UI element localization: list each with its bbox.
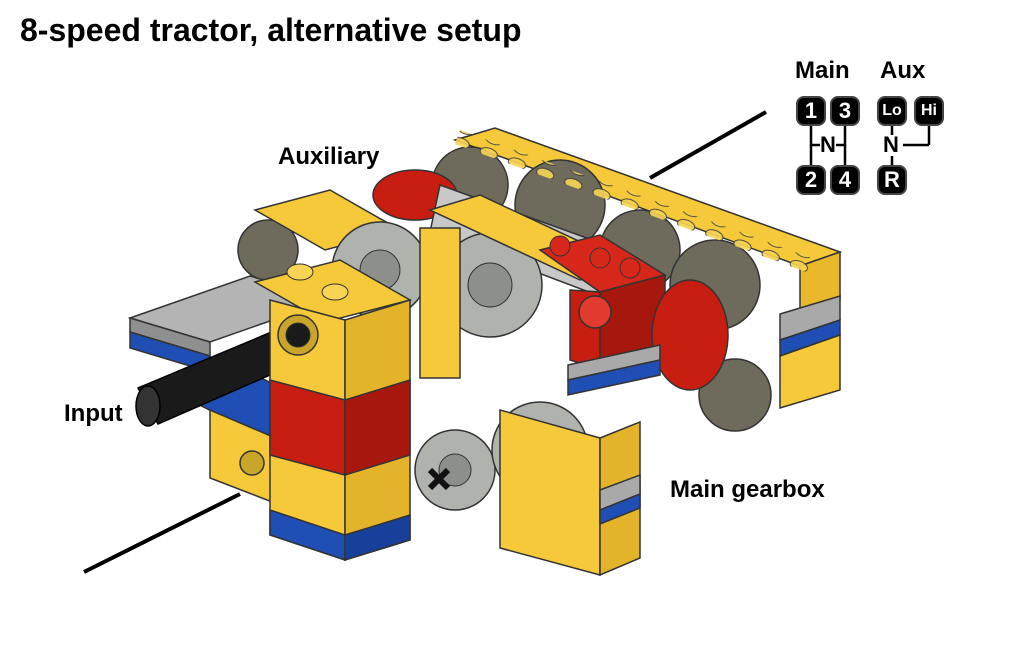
foot-hole (239, 450, 265, 476)
aux-neutral: N (883, 132, 899, 157)
back-beam-studs (454, 130, 818, 275)
red-top-stud-3 (619, 257, 641, 279)
red-top-stud-2 (589, 247, 611, 269)
label-input: Input (64, 400, 123, 427)
input-axle-end (135, 385, 161, 427)
aux-gear-hi: Hi (914, 96, 944, 126)
page-title: 8-speed tractor, alternative setup (20, 12, 522, 48)
label-auxiliary: Auxiliary (278, 143, 380, 170)
front-left-blue-side (344, 513, 411, 562)
front-right-blue (599, 492, 641, 526)
main-gear-1: 1 (796, 96, 826, 126)
aux-heading: Aux (880, 57, 926, 84)
label-main-gearbox: Main gearbox (670, 476, 825, 503)
middle-yellow-block (419, 227, 461, 379)
front-left-red-side (344, 378, 411, 477)
front-left-hole-inner (285, 322, 311, 348)
front-left-stud-1 (286, 263, 314, 281)
main-neutral: N (820, 132, 836, 157)
aux-gear-r: R (877, 165, 907, 195)
front-left-stud-2 (321, 283, 349, 301)
main-gear-4: 4 (830, 165, 860, 195)
main-gear-2: 2 (796, 165, 826, 195)
main-gear-3: 3 (830, 96, 860, 126)
red-top-stud-1 (549, 235, 571, 257)
aux-gear-lo: Lo (877, 96, 907, 126)
middle-blue-strip (567, 359, 661, 396)
back-beam-lower (779, 333, 841, 410)
main-heading: Main (795, 57, 850, 84)
pointer-line-aux (649, 110, 767, 180)
red-clutch-front (651, 279, 729, 391)
pointer-line-input (83, 492, 241, 574)
red-block-hole (578, 295, 612, 329)
front-right-post-face (499, 409, 601, 576)
